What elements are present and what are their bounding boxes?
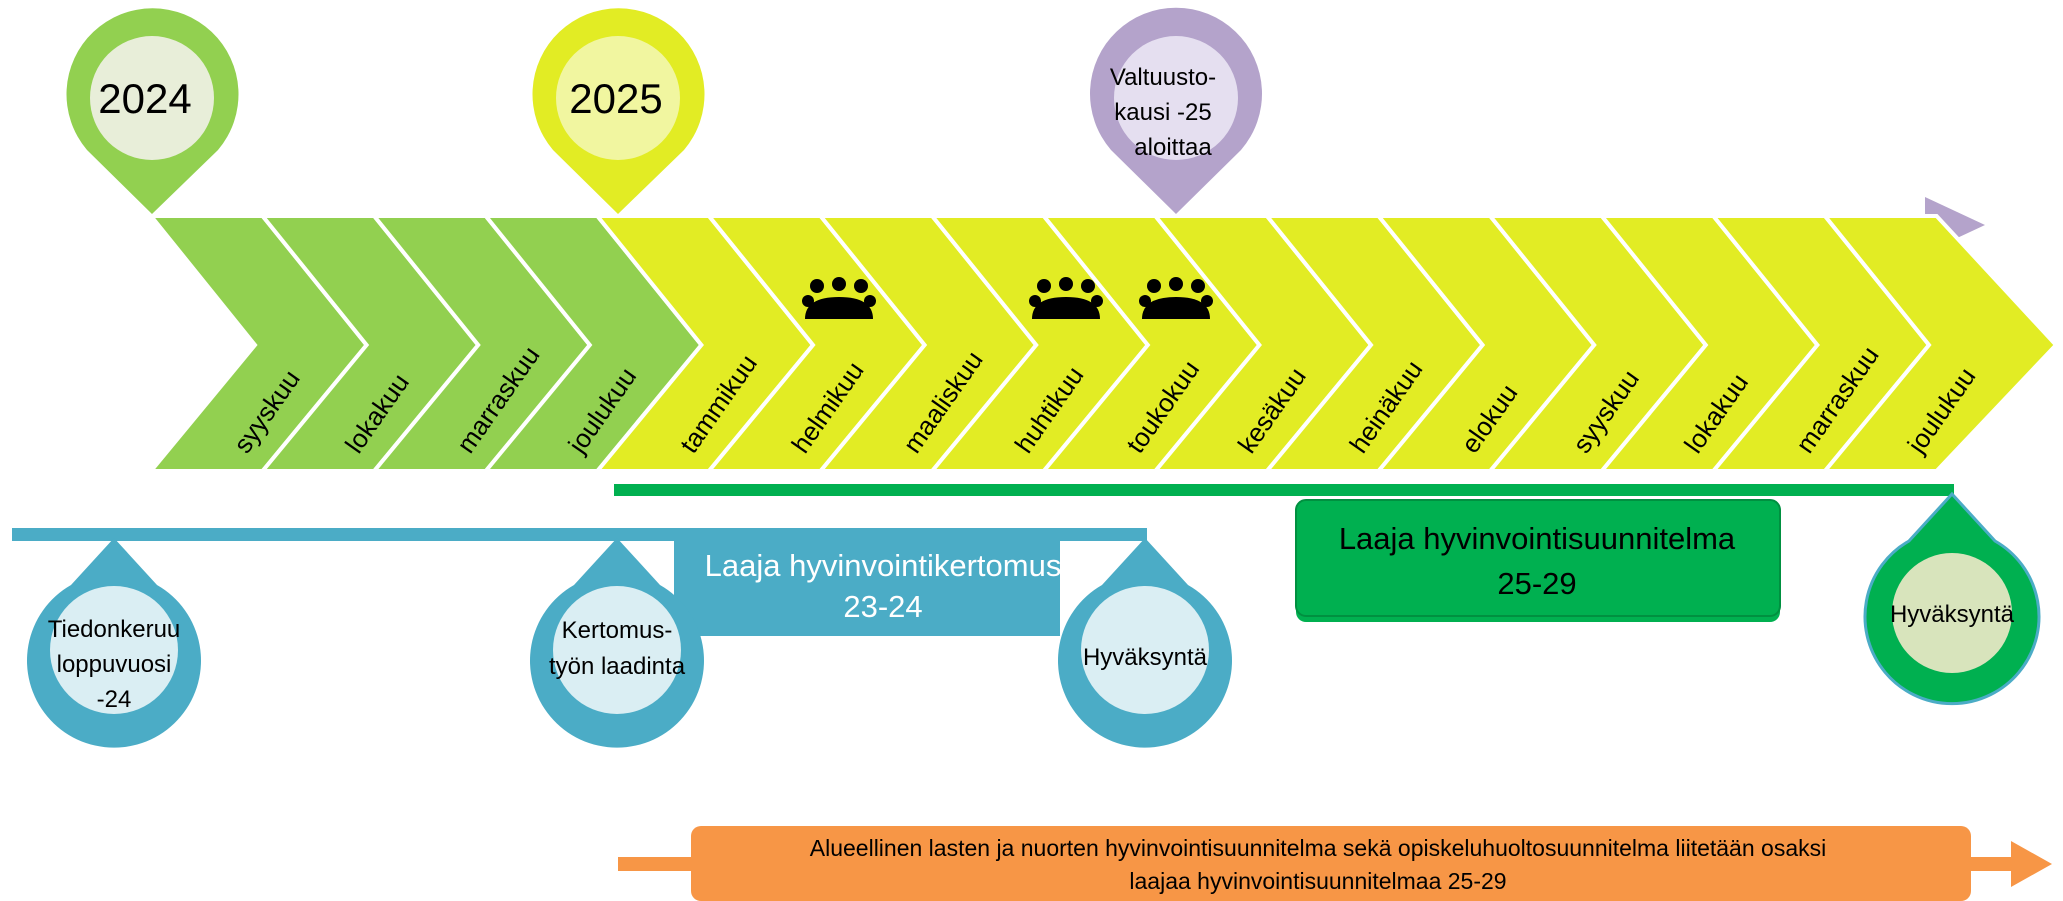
meeting-icon bbox=[1029, 277, 1103, 319]
tiedonkeruu-line-2: loppuvuosi bbox=[57, 651, 172, 678]
tiedonkeruu-line-1: Tiedonkeruu bbox=[48, 616, 181, 643]
tiedonkeruu-pin: Tiedonkeruu loppuvuosi -24 bbox=[26, 538, 201, 748]
meeting-icon bbox=[1139, 277, 1213, 319]
kertomus-box: Laaja hyvinvointikertomus 23-24 bbox=[674, 536, 1061, 636]
suunnitelma-box-line-2: 25-29 bbox=[1497, 566, 1576, 601]
alueellinen-arrow: Alueellinen lasten ja nuorten hyvinvoint… bbox=[618, 826, 2052, 901]
valtuusto-line-2: kausi -25 bbox=[1114, 99, 1211, 126]
kertomus-laadinta-line-2: työn laadinta bbox=[549, 653, 686, 680]
year-2024-label: 2024 bbox=[98, 75, 191, 122]
tiedonkeruu-line-3: -24 bbox=[97, 686, 132, 713]
alueellinen-line-1: Alueellinen lasten ja nuorten hyvinvoint… bbox=[810, 835, 1826, 861]
year-2025-label: 2025 bbox=[569, 75, 662, 122]
kertomus-box-line-2: 23-24 bbox=[843, 589, 922, 624]
alueellinen-line-2: laajaa hyvinvointisuunnitelmaa 25-29 bbox=[1129, 868, 1506, 894]
valtuusto-line-1: Valtuusto- bbox=[1110, 64, 1216, 91]
year-pin-2024: 2024 bbox=[66, 8, 239, 215]
year-pin-2025: 2025 bbox=[532, 8, 705, 215]
kertomus-box-line-1: Laaja hyvinvointikertomus bbox=[705, 548, 1062, 583]
kertomus-laadinta-pin: Kertomus- työn laadinta bbox=[530, 538, 705, 748]
suunnitelma-box-line-1: Laaja hyvinvointisuunnitelma bbox=[1339, 521, 1736, 556]
valtuusto-pin: Valtuusto- kausi -25 aloittaa bbox=[1090, 7, 1262, 215]
month-chevron bbox=[1820, 214, 2059, 473]
kertomus-hyvaksynta-pin: Hyväksyntä bbox=[1058, 538, 1232, 748]
suunnitelma-timeline-bar bbox=[614, 484, 1954, 496]
kertomus-laadinta-line-1: Kertomus- bbox=[562, 617, 673, 644]
suunnitelma-box: Laaja hyvinvointisuunnitelma 25-29 bbox=[1295, 499, 1781, 622]
valtuusto-line-3: aloittaa bbox=[1134, 134, 1212, 161]
suunnitelma-hyvaksynta-label: Hyväksyntä bbox=[1890, 601, 2015, 628]
meeting-icon bbox=[802, 277, 876, 319]
kertomus-hyvaksynta-label: Hyväksyntä bbox=[1083, 644, 1208, 671]
suunnitelma-hyvaksynta-pin: Hyväksyntä bbox=[1863, 491, 2041, 706]
